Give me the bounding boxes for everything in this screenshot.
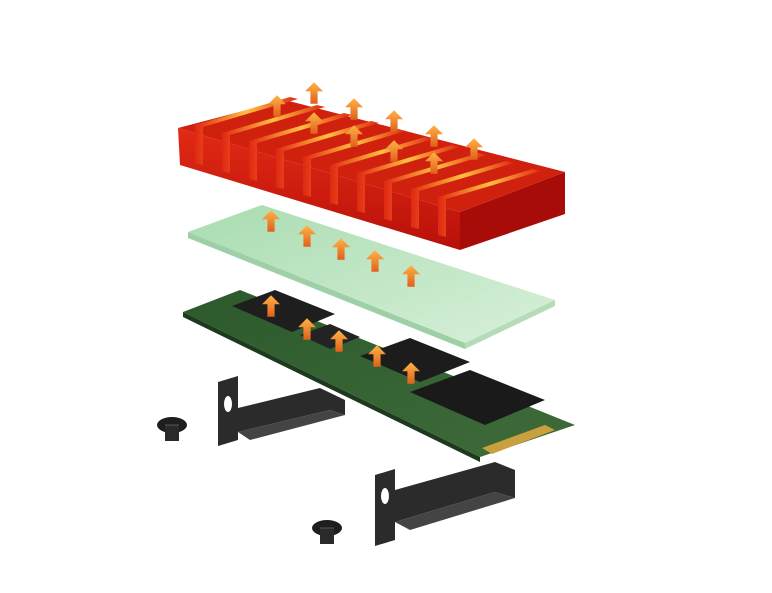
- heatsink-fin: [249, 113, 352, 181]
- heatsink-fin: [330, 137, 433, 205]
- mounting-bracket: [218, 376, 345, 446]
- m2-ssd: [183, 290, 575, 462]
- heatsink-fin: [276, 121, 379, 189]
- controller-chip: [300, 324, 360, 349]
- nand-chip: [410, 370, 545, 425]
- dram-chip: [360, 338, 470, 382]
- heatsink-fin: [357, 145, 460, 213]
- screw: [157, 417, 187, 441]
- heatsink-fin: [411, 161, 514, 229]
- mounting-bracket: [375, 462, 515, 546]
- screw: [312, 520, 342, 544]
- heatsink-fin: [438, 169, 541, 237]
- thermal-pad: [188, 205, 555, 349]
- gold-contacts: [482, 425, 555, 454]
- heatsink-fin: [195, 97, 298, 165]
- arrow-up-icon: [305, 82, 323, 104]
- heatsink-fin: [222, 105, 325, 173]
